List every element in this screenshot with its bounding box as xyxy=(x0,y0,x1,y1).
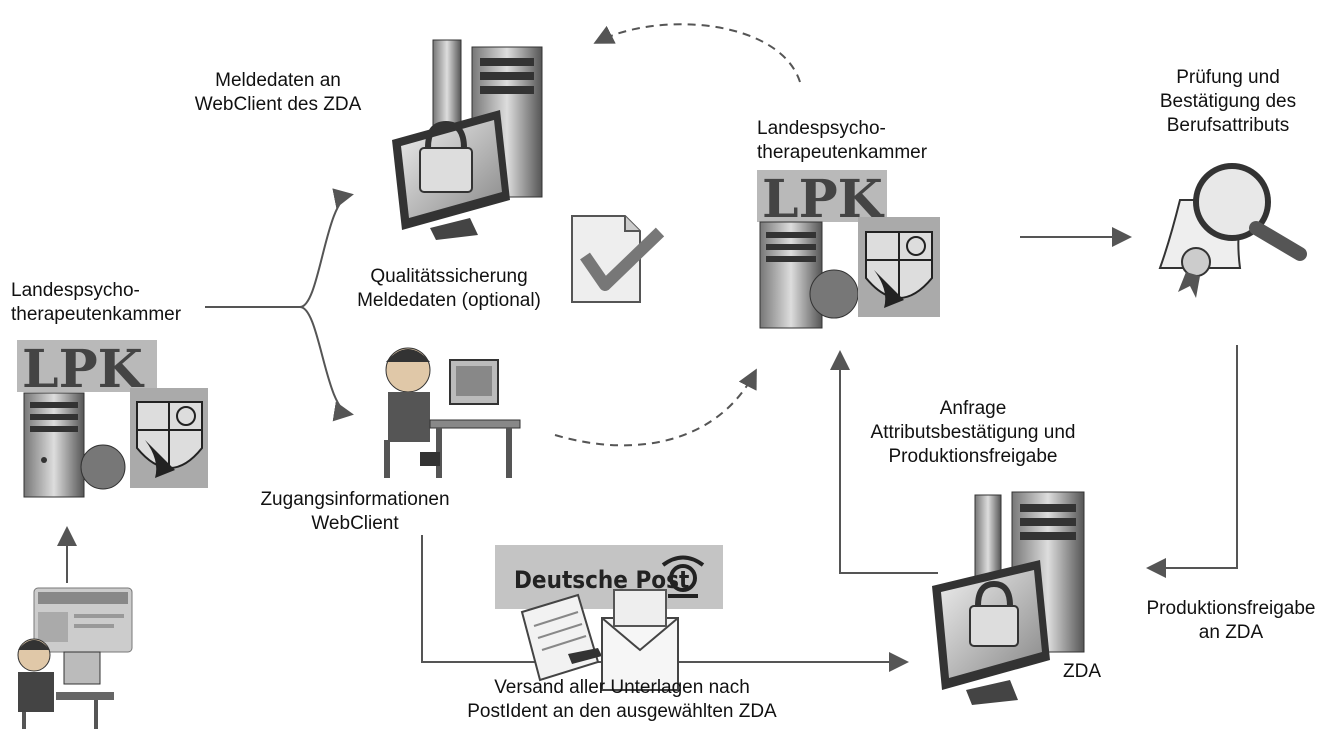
label-produktion: Produktionsfreigabe an ZDA xyxy=(1146,598,1316,643)
coat-of-arms-icon-right xyxy=(858,217,940,317)
lpk-logo-bg-left xyxy=(17,340,157,392)
zda-lock-icon xyxy=(969,580,1019,647)
id-card-icon xyxy=(33,587,133,653)
label-meldedaten: Meldedaten an WebClient des ZDA xyxy=(194,70,362,115)
magnifier-certificate-icon xyxy=(1158,163,1307,298)
lock-icon xyxy=(419,120,473,193)
label-zugang: Zugangsinformationen WebClient xyxy=(260,489,450,534)
arrow-branch-to-person xyxy=(299,306,354,422)
server-tower-icon xyxy=(23,392,85,498)
server-tower-icon-right xyxy=(759,221,823,329)
lpk-right: LPK xyxy=(757,169,940,329)
coat-of-arms-icon xyxy=(130,388,208,488)
lpk-logo-left: LPK xyxy=(22,339,145,400)
webclient-server-icon xyxy=(392,39,543,240)
arrow-lpk-to-webclient-dashed xyxy=(593,23,801,83)
lpk-left: LPK xyxy=(17,339,208,498)
arrows xyxy=(57,23,1238,672)
zda-server-icon xyxy=(932,491,1085,705)
lpk-logo-bg-right xyxy=(757,170,887,222)
deutsche-post-logo: Deutsche Post xyxy=(495,545,723,609)
arrow-branch-to-webclient xyxy=(299,188,354,308)
label-zda: ZDA xyxy=(1063,661,1101,682)
arrow-pruefung-to-zda xyxy=(1146,345,1238,578)
label-lpk-right: Landespsycho- therapeutenkammer xyxy=(757,118,928,163)
globe-icon xyxy=(80,444,126,490)
person-computer-icon xyxy=(384,347,521,478)
globe-icon-right xyxy=(809,269,859,319)
label-anfrage: Anfrage Attributsbestätigung und Produkt… xyxy=(870,398,1076,467)
label-lpk-left: Landespsycho- therapeutenkammer xyxy=(11,280,182,325)
arrow-person-to-lpk-dashed xyxy=(554,368,757,447)
label-versand: Versand aller Unterlagen nach PostIdent … xyxy=(467,677,777,722)
post-horn-icon xyxy=(661,555,705,598)
arrow-zugang-to-zda xyxy=(421,535,909,672)
arrow-zda-to-lpk xyxy=(830,350,938,574)
envelope-icon xyxy=(601,589,679,691)
label-qualitaet: Qualitätssicherung Meldedaten (optional) xyxy=(357,266,541,311)
label-pruefung: Prüfung und Bestätigung des Berufsattrib… xyxy=(1159,67,1297,136)
document-pen-icon xyxy=(520,593,602,682)
person-computer-icon-small xyxy=(17,638,114,729)
checked-document-icon xyxy=(571,215,665,303)
